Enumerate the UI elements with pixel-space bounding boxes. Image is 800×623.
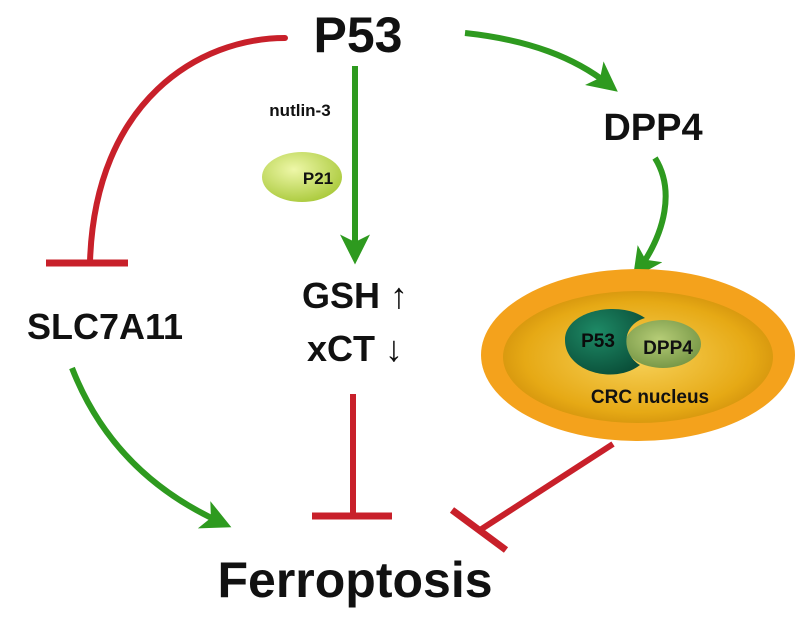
dpp4-to-nucleus-arrow bbox=[632, 156, 669, 279]
ferroptosis-label: Ferroptosis bbox=[217, 552, 492, 608]
nucleus-inhibits-ferroptosis-line bbox=[478, 441, 615, 533]
p21-label: P21 bbox=[303, 169, 333, 188]
p53-protein-shape bbox=[565, 309, 645, 375]
dpp4-label: DPP4 bbox=[603, 107, 702, 149]
nucleus-p53-label: P53 bbox=[581, 331, 615, 352]
p53-label: P53 bbox=[314, 7, 403, 63]
crc-nucleus-label: CRC nucleus bbox=[591, 387, 709, 408]
nucleus-dpp4-label: DPP4 bbox=[643, 338, 693, 359]
slc7a11-to-ferroptosis-arrow bbox=[69, 366, 232, 529]
p53-inhibits-slc7a11-line bbox=[87, 35, 288, 265]
p21-protein-shape bbox=[262, 152, 342, 202]
nucleus-inhibits-ferroptosis-bar bbox=[449, 507, 509, 553]
p53-to-dpp4-arrow bbox=[464, 30, 618, 92]
dpp4-protein-shape bbox=[625, 320, 701, 368]
slc7a11-label: SLC7A11 bbox=[27, 306, 183, 347]
nutlin-label: nutlin-3 bbox=[269, 101, 330, 120]
xct-label: xCT ↓ bbox=[307, 328, 403, 369]
gsh-label: GSH ↑ bbox=[302, 275, 408, 316]
